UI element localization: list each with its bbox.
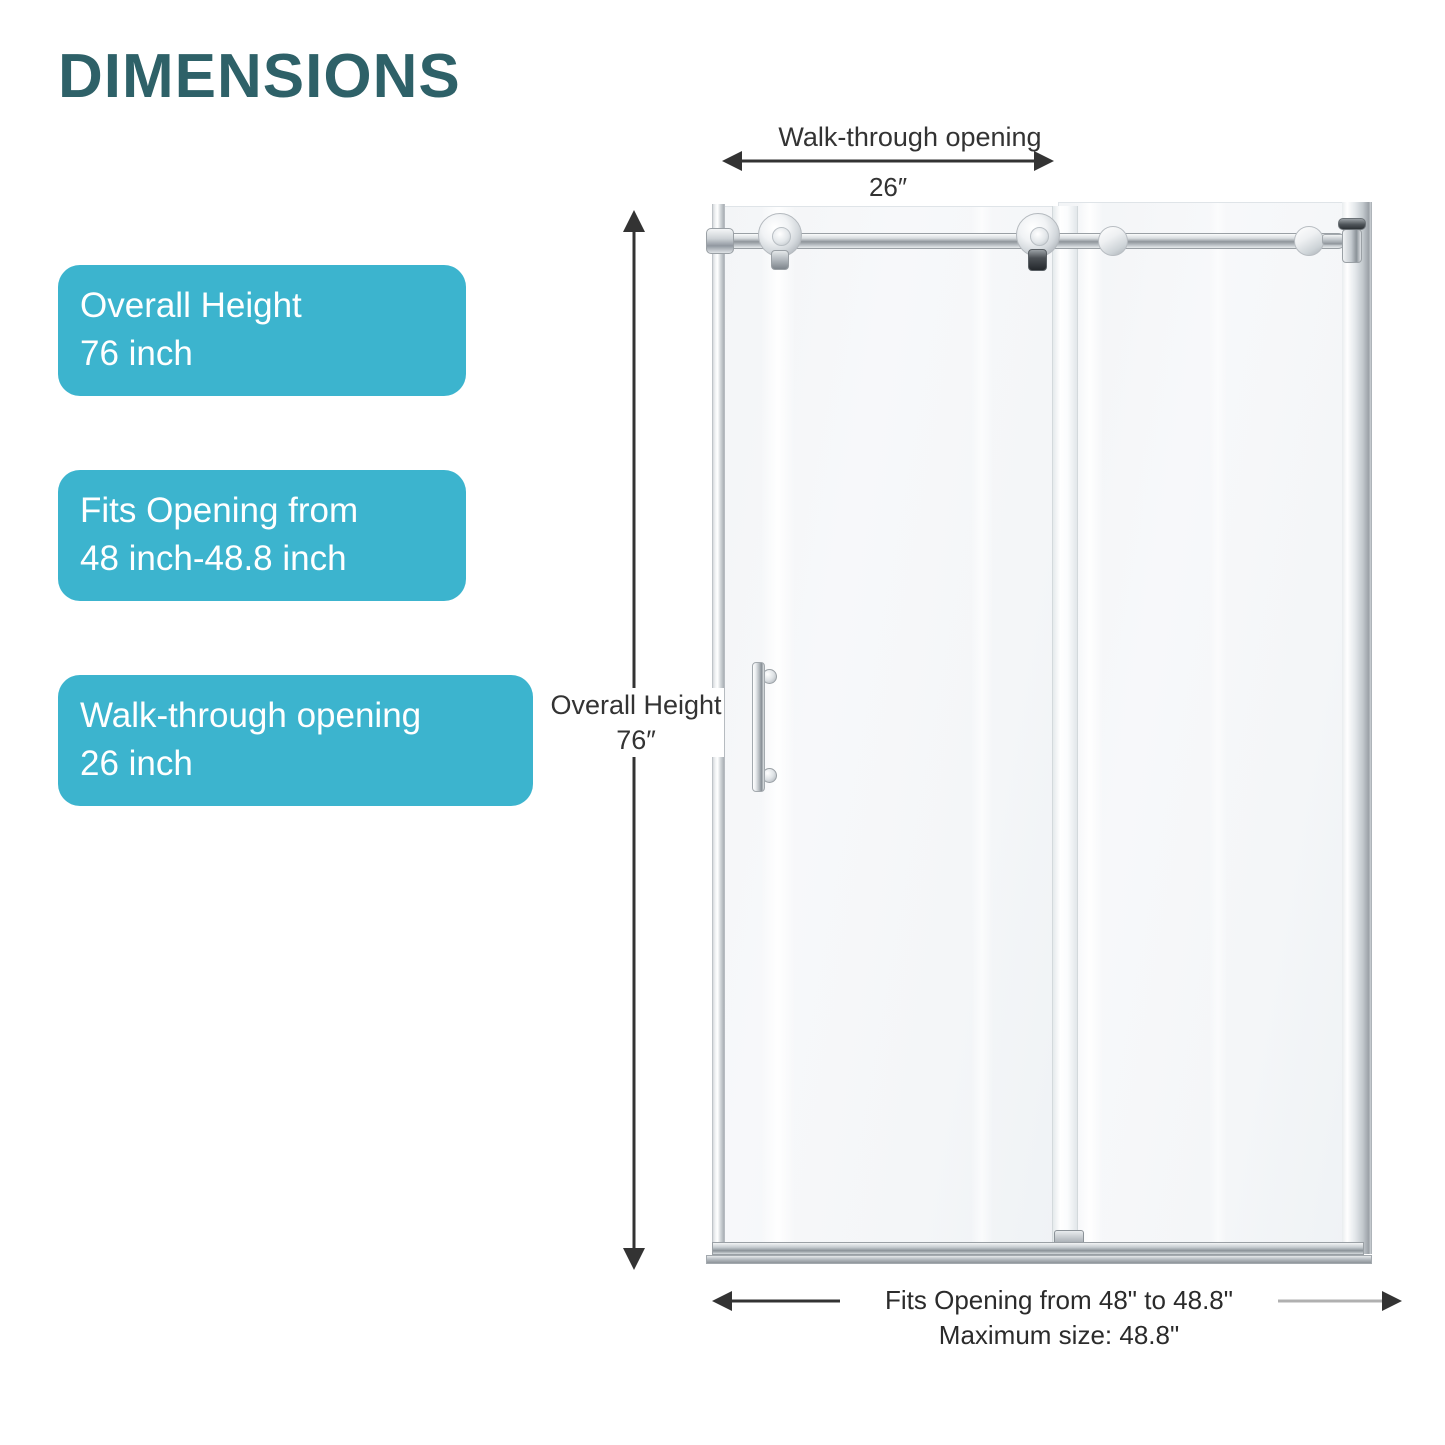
badge-overall-height-line1: Overall Height — [80, 286, 302, 325]
badge-walk-through-line1: Walk-through opening — [80, 696, 422, 735]
arrow-down-icon — [623, 1248, 645, 1270]
bracket-cap — [1338, 218, 1366, 230]
walk-through-dimension-label: Walk-through opening — [778, 122, 1042, 152]
fits-opening-dimension-label: Fits Opening from 48" to 48.8" Maximum s… — [840, 1282, 1278, 1354]
shower-door-illustration — [706, 200, 1378, 1285]
fixed-glass-panel — [1058, 202, 1358, 1248]
maximum-size-text: Maximum size: 48.8" — [938, 1319, 1180, 1350]
badge-walk-through-opening: Walk-through opening 26 inch — [58, 675, 533, 807]
page-title: DIMENSIONS — [58, 42, 461, 111]
glass-sheen — [1077, 203, 1103, 1247]
rail-glide-right — [1294, 226, 1324, 256]
badge-walk-through-line2: 26 inch — [80, 743, 193, 783]
arrow-left-icon — [722, 151, 742, 171]
fits-opening-text: Fits Opening from 48" to 48.8" — [885, 1285, 1233, 1315]
roller-left — [758, 213, 802, 257]
bracket-body — [1342, 229, 1362, 263]
wall-mount-bracket — [1322, 216, 1370, 268]
glass-sheen — [1209, 203, 1227, 1247]
door-handle — [744, 662, 777, 792]
badge-fits-opening-line1: Fits Opening from — [80, 491, 359, 530]
bracket-arm — [1322, 234, 1344, 245]
arrow-left-icon — [712, 1291, 732, 1311]
arrow-right-icon — [1034, 151, 1054, 171]
bottom-sill — [712, 1242, 1364, 1255]
badge-overall-height: Overall Height 76 inch — [58, 265, 466, 397]
handle-bar — [752, 662, 765, 792]
roller-screw-stud — [771, 250, 789, 270]
arrow-right-icon — [1382, 1291, 1402, 1311]
arrow-up-icon — [623, 210, 645, 232]
bottom-threshold — [706, 1255, 1372, 1264]
badge-fits-opening-line2: 48 inch-48.8 inch — [80, 538, 347, 578]
rail-glide-left — [1098, 226, 1128, 256]
roller-screw-stud-dark — [1028, 249, 1047, 271]
walk-through-dimension-value: 26″ — [868, 172, 908, 202]
glass-sheen — [971, 207, 993, 1245]
overall-height-text: Overall Height — [550, 690, 722, 720]
overall-height-value: 76″ — [616, 724, 656, 755]
wall-profile-right — [1342, 202, 1372, 1254]
badge-fits-opening: Fits Opening from 48 inch-48.8 inch — [58, 470, 466, 602]
panel-overlap-seal — [1052, 206, 1078, 1248]
overall-height-dimension-label: Overall Height 76″ — [548, 688, 724, 758]
badge-overall-height-line2: 76 inch — [80, 333, 193, 373]
walk-through-dimension-arrow — [722, 151, 1054, 171]
track-end-cap — [706, 228, 734, 254]
